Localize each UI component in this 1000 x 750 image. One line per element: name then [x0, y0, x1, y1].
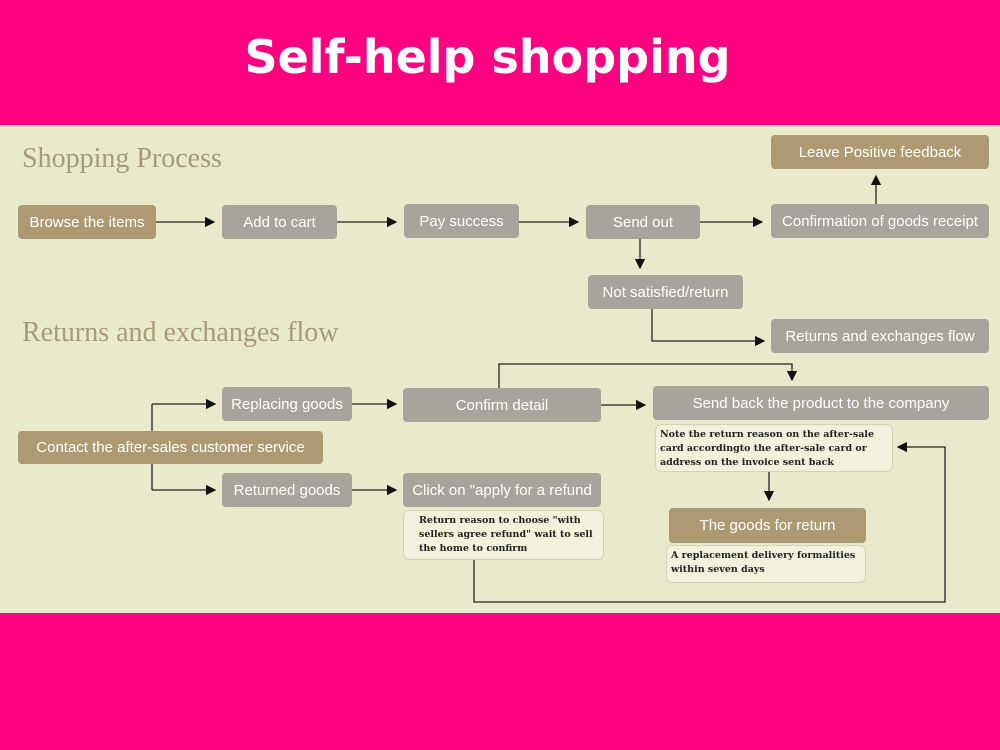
browse-items-step: Browse the items: [18, 205, 156, 239]
apply-refund-step: Click on "apply for a refund: [403, 473, 601, 507]
not-satisfied-step: Not satisfied/return: [588, 275, 743, 309]
pay-success-step: Pay success: [404, 204, 519, 238]
contact-service-step: Contact the after-sales customer service: [18, 431, 323, 464]
leave-feedback-step: Leave Positive feedback: [771, 135, 989, 169]
send-back-note: Note the return reason on the after-sale…: [655, 424, 893, 472]
confirm-receipt-step: Confirmation of goods receipt: [771, 204, 989, 238]
goods-return-note: A replacement delivery formalities withi…: [666, 545, 866, 583]
page-title: Self-help shopping: [244, 30, 731, 84]
refund-note: Return reason to choose "with sellers ag…: [403, 510, 604, 560]
returns-flow-step: Returns and exchanges flow: [771, 319, 989, 353]
send-out-step: Send out: [586, 205, 700, 239]
send-back-step: Send back the product to the company: [653, 386, 989, 420]
returned-goods-step: Returned goods: [222, 473, 352, 507]
add-to-cart-step: Add to cart: [222, 205, 337, 239]
goods-return-step: The goods for return: [669, 508, 866, 543]
replacing-goods-step: Replacing goods: [222, 387, 352, 421]
confirm-detail-step: Confirm detail: [403, 388, 601, 422]
returns-heading: Returns and exchanges flow: [22, 317, 339, 348]
shopping-process-heading: Shopping Process: [22, 143, 222, 174]
